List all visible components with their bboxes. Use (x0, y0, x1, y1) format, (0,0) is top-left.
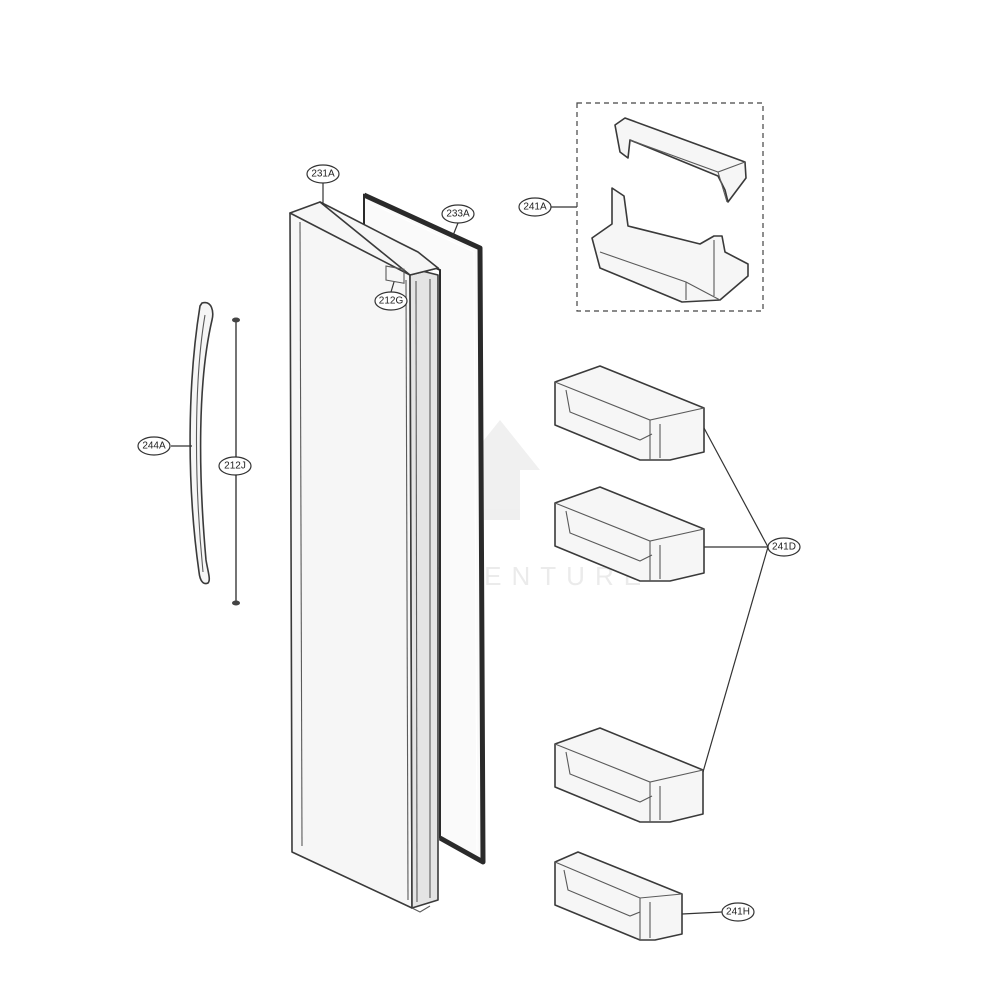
callout-label: 233A (446, 209, 470, 220)
callout-244A: 244A (137, 436, 171, 456)
callout-241H: 241H (721, 902, 755, 922)
callout-label: 241H (726, 907, 750, 918)
door-panel (289, 201, 439, 913)
callout-241A: 241A (518, 197, 552, 217)
callout-label: 212J (224, 461, 246, 472)
callout-label: 241D (772, 542, 796, 553)
door-bin-2 (554, 486, 705, 582)
callout-212G: 212G (374, 291, 408, 311)
door-bin-1 (554, 365, 705, 461)
leader-lines (171, 183, 769, 915)
callout-233A: 233A (441, 204, 475, 224)
callout-label: 231A (311, 169, 335, 180)
callout-label: 244A (142, 441, 166, 452)
callout-label: 212G (379, 296, 404, 307)
door-handle (189, 301, 214, 585)
callout-label: 241A (523, 202, 547, 213)
callout-241D: 241D (767, 537, 801, 557)
callout-212J: 212J (218, 456, 252, 476)
callout-231A: 231A (306, 164, 340, 184)
cover-assembly (576, 102, 764, 312)
door-bin-3 (554, 727, 704, 823)
small-door-bin (554, 851, 683, 941)
